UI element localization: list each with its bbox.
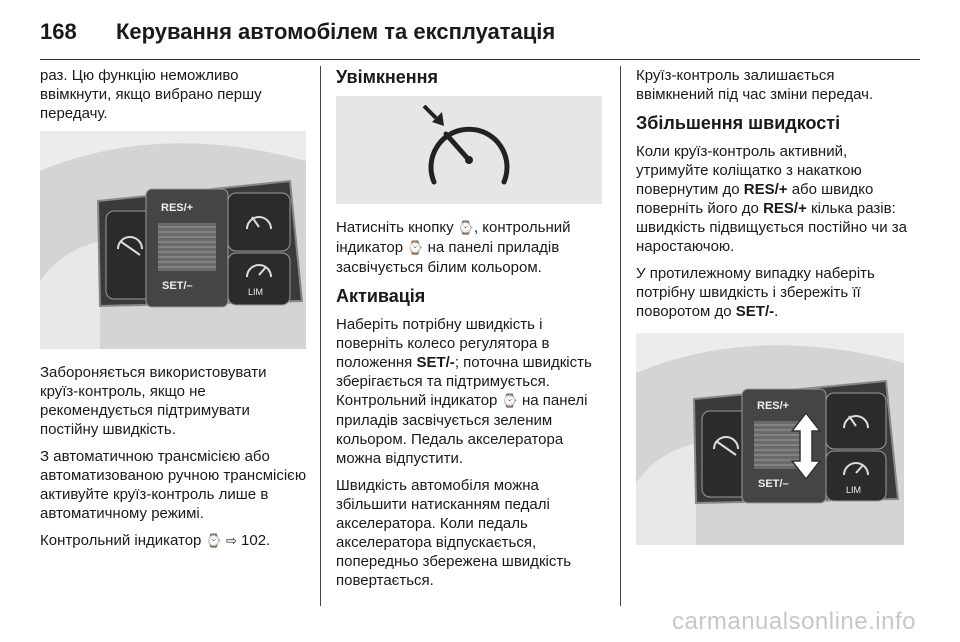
column-divider	[320, 66, 321, 606]
cruise-control-speedometer-icon: ⌚	[407, 241, 424, 256]
paragraph-text: Коли круїз-контроль активний, утримуйте …	[636, 143, 862, 198]
cruise-control-icon	[843, 415, 869, 429]
speed-limiter-icon	[246, 264, 272, 278]
paragraph-text: кілька разів: швидкість підвищується пос…	[636, 200, 907, 255]
paragraph: Швидкість автомобіля можна збільшити нат…	[336, 477, 572, 589]
lim-label: LIM	[248, 287, 263, 297]
watermark: carmanualsonline.info	[672, 608, 916, 635]
cruise-control-speedometer-icon: ⌚	[457, 221, 474, 236]
column-left: раз. Цю функцію неможливо ввімкнути, якщ…	[40, 66, 308, 559]
cancel-cruise-icon	[117, 236, 143, 256]
cruise-control-speedometer-icon: ⌚	[501, 394, 518, 409]
cruise-control-speedometer-icon	[428, 126, 510, 185]
set-label: SET/–	[162, 280, 193, 292]
paragraph: Коли круїз-контроль активний, утримуйте …	[636, 142, 916, 256]
paragraph-text: або швидко поверніть його до	[636, 181, 874, 217]
section-heading: Збільшення швидкості	[636, 113, 841, 133]
control-label: SET/-	[416, 354, 455, 371]
paragraph: Круїз-контроль залишається ввімкнений пі…	[636, 67, 874, 103]
page-header: 168 Керування автомобілем та експлуатаці…	[40, 14, 555, 50]
cruise-control-speedometer-icon: ⌚	[205, 534, 222, 549]
up-down-arrow-icon	[790, 411, 822, 481]
paragraph: раз. Цю функцію неможливо ввімкнути, якщ…	[40, 67, 262, 122]
lim-label: LIM	[846, 485, 861, 495]
control-label: RES/+	[763, 200, 807, 217]
cancel-cruise-icon	[713, 436, 739, 456]
column-middle: Увімкнення Натисніть кнопку ⌚, контрольн…	[336, 66, 604, 598]
control-label: RES/+	[743, 181, 788, 198]
paragraph: Наберіть потрібну швидкість і поверніть …	[336, 315, 604, 468]
res-label: RES/+	[161, 202, 193, 214]
res-label: RES/+	[757, 400, 789, 412]
section-heading: Увімкнення	[336, 67, 439, 87]
paragraph: Контрольний індикатор ⌚ ⇨ 102.	[40, 531, 308, 551]
paragraph-text: на панелі приладів засвічується білим ко…	[336, 239, 560, 276]
paragraph: У протилежному випадку наберіть потрібну…	[636, 264, 916, 321]
column-divider	[620, 66, 621, 606]
page-number: 168	[40, 19, 77, 44]
steering-wheel-controls-illustration: RES/+ SET/– LIM	[40, 131, 306, 349]
column-right: Круїз-контроль залишається ввімкнений пі…	[636, 66, 916, 545]
paragraph-text: Контрольний індикатор	[40, 532, 202, 549]
section-heading: Активація	[336, 286, 426, 306]
steering-wheel-controls-illustration: RES/+ SET/– LIM	[636, 333, 904, 545]
set-label: SET/–	[758, 478, 789, 490]
header-divider	[40, 59, 920, 60]
page-title: Керування автомобілем та експлуатація	[116, 19, 556, 44]
cruise-control-icon	[246, 216, 272, 230]
paragraph-text: ; поточна швидкість зберігається та підт…	[336, 354, 592, 409]
control-label: SET/-	[735, 303, 775, 320]
cruise-indicator-illustration	[336, 96, 602, 204]
paragraph: Натисніть кнопку ⌚, контрольний індикато…	[336, 218, 604, 277]
steering-wheel-controls-figure: RES/+ SET/– LIM	[40, 131, 306, 349]
speed-limiter-icon	[843, 462, 869, 476]
page-reference[interactable]: 102.	[241, 532, 271, 549]
paragraph-text: У протилежному випадку наберіть потрібну…	[636, 265, 875, 320]
paragraph: Забороняється використовувати круїз-конт…	[40, 364, 267, 438]
paragraph: З автоматичною трансмісією або автоматиз…	[40, 448, 307, 522]
paragraph-text: .	[774, 303, 779, 320]
paragraph-text: на панелі приладів засвічується зеленим …	[336, 392, 588, 467]
arrow-icon	[422, 104, 444, 126]
page-reference-arrow-icon: ⇨	[225, 534, 237, 549]
paragraph-text: , контрольний індикатор	[336, 219, 571, 256]
steering-wheel-controls-figure: RES/+ SET/– LIM	[636, 333, 904, 545]
paragraph-text: Натисніть кнопку	[336, 219, 454, 236]
cruise-indicator-figure	[336, 96, 602, 204]
paragraph-text: Наберіть потрібну швидкість і поверніть …	[336, 316, 550, 371]
